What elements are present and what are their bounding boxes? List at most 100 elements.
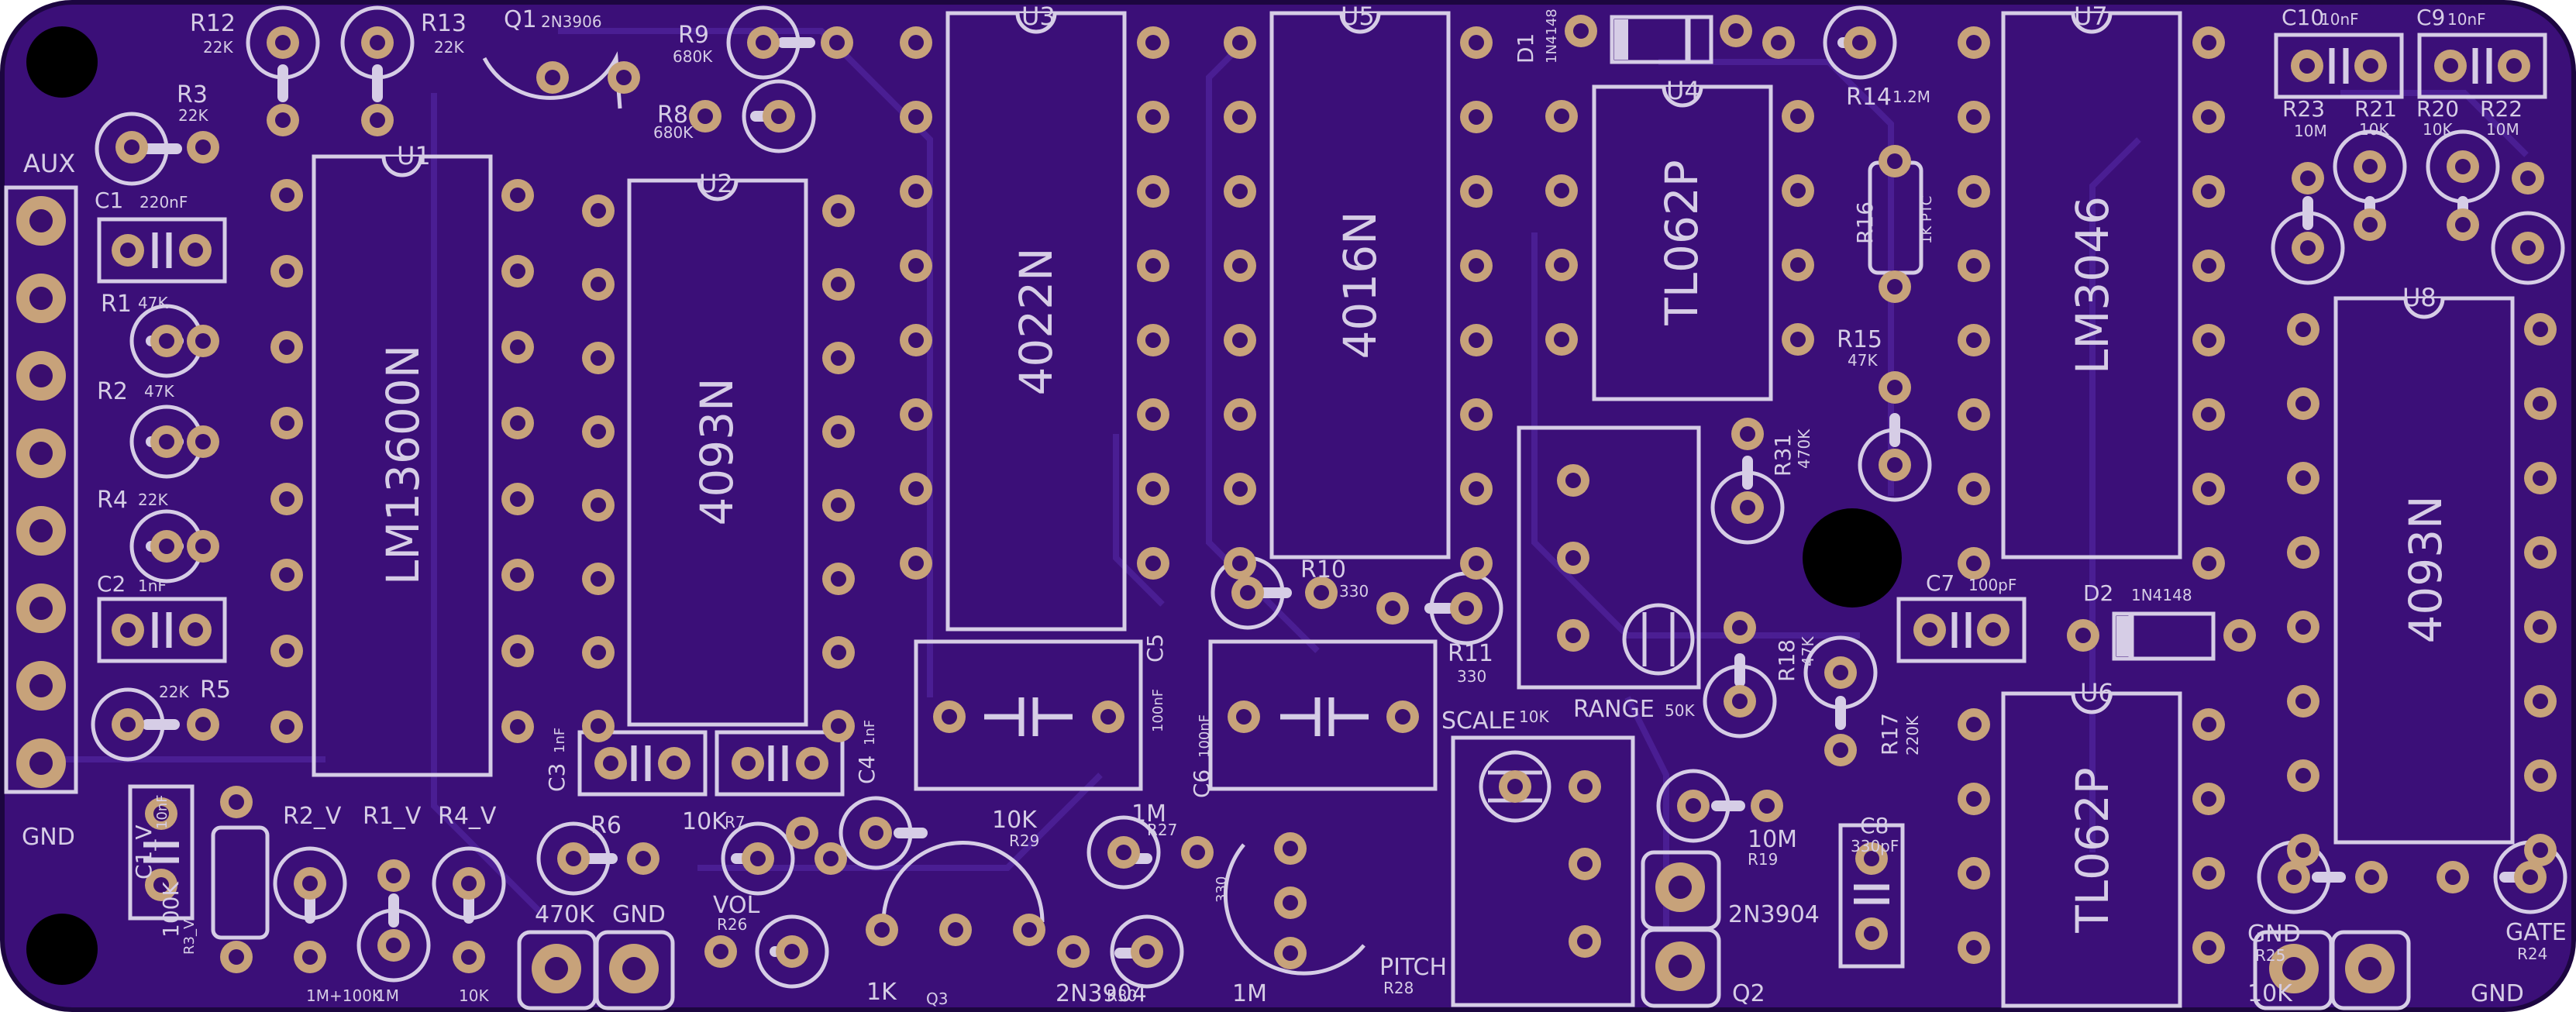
pad: [1977, 614, 2009, 646]
pad: [1137, 175, 1169, 208]
pad: [2287, 759, 2319, 792]
pad: [822, 636, 855, 669]
silk-label-23: 22K: [178, 106, 208, 125]
mounting-hole: [26, 26, 98, 98]
pad: [2354, 208, 2386, 241]
pad: [1224, 547, 1256, 580]
silk-label-29: R23: [2282, 96, 2325, 122]
pad: [2287, 685, 2319, 718]
silk-label-97: 2N3904: [1728, 901, 1820, 928]
silk-label-49: 22K: [138, 491, 168, 509]
pad: [1224, 101, 1256, 133]
silk-label-69: 50K: [1665, 701, 1695, 720]
pad: [1569, 925, 1601, 958]
pad: [1460, 26, 1493, 59]
silk-label-78: 220K: [1903, 715, 1922, 756]
pad: [501, 711, 534, 743]
ic-label-u4: TL062P: [1655, 160, 1708, 325]
silk-label-109: 1K: [866, 979, 897, 1006]
diode-bands: [1614, 19, 2130, 656]
silk-label-117: 10K: [2247, 980, 2293, 1007]
silk-label-13: 1N4148: [1544, 9, 1560, 64]
ic-label-u5: 4016N: [1334, 212, 1386, 360]
pad: [1137, 473, 1169, 505]
pad: [1224, 175, 1256, 208]
silk-label-50: R10: [1300, 556, 1346, 583]
pad: [822, 489, 855, 521]
pad: [501, 255, 534, 287]
silk-label-82: C1_V: [131, 824, 157, 879]
pad: [270, 407, 303, 439]
pad: [2292, 232, 2324, 264]
pad: [1107, 836, 1140, 869]
pad: [2287, 387, 2319, 420]
silk-label-18: C10: [2282, 5, 2324, 30]
pad: [900, 398, 932, 431]
silk-label-12: D1: [1513, 33, 1538, 64]
silk-label-15: 1.2M: [1892, 88, 1930, 106]
ic-label-u8: 4093N: [2399, 496, 2452, 644]
pad: [1751, 790, 1783, 822]
silk-label-76: 100nF: [1197, 714, 1213, 758]
silk-label-95: R19: [1748, 850, 1778, 869]
silk-label-25: AUX: [23, 149, 75, 178]
silk-label-30: 10M: [2294, 122, 2327, 140]
pad: [582, 710, 615, 742]
pad: [453, 867, 485, 900]
silk-label-36: 10M: [2486, 120, 2519, 139]
silk-label-107: 1M: [376, 986, 399, 1005]
pad: [1958, 708, 1990, 741]
silk-label-52: C2: [97, 571, 126, 597]
silk-label-40: 47K: [138, 294, 168, 312]
pad: [1460, 398, 1493, 431]
pad: [2192, 324, 2225, 356]
pad: [1879, 449, 1911, 481]
pad: [150, 325, 183, 357]
silk-label-32: 10K: [2359, 120, 2389, 139]
pad: [187, 131, 219, 164]
silk-label-58: C5: [1142, 634, 1168, 663]
pad: [16, 429, 66, 478]
silk-label-28: U2: [699, 169, 733, 198]
silk-label-21: 10nF: [2447, 10, 2486, 29]
silk-label-55: 100pF: [1968, 576, 2016, 594]
pad: [1958, 857, 1990, 890]
pad: [1499, 770, 1531, 803]
pad: [1958, 931, 1990, 964]
pad: [786, 817, 818, 849]
silk-label-75: C6: [1189, 769, 1214, 798]
pad: [2447, 150, 2479, 183]
pad: [821, 26, 853, 59]
pad: [582, 489, 615, 521]
pad: [1655, 941, 1705, 991]
pad: [1913, 614, 1946, 646]
silk-label-48: R4: [97, 487, 128, 514]
silk-label-33: R20: [2416, 96, 2459, 122]
silk-label-68: RANGE: [1573, 696, 1655, 723]
pad: [150, 530, 183, 563]
pad: [1782, 249, 1814, 281]
pad: [1057, 935, 1090, 968]
pad: [1731, 418, 1764, 450]
pad: [2292, 162, 2324, 194]
silk-label-103: R26: [717, 915, 747, 934]
pad: [2287, 536, 2319, 569]
pad: [822, 342, 855, 374]
silk-label-10: U3: [1021, 2, 1056, 31]
pad: [1013, 914, 1045, 946]
pad: [501, 331, 534, 363]
silk-label-84: R2_V: [283, 803, 342, 830]
pad: [377, 859, 410, 892]
pad: [2287, 313, 2319, 346]
pad: [16, 506, 66, 556]
pad: [2192, 26, 2225, 59]
pad: [1824, 656, 1857, 689]
silk-label-35: R22: [2480, 96, 2523, 122]
silk-label-54: C7: [1926, 570, 1954, 596]
pad: [453, 941, 485, 973]
silk-label-9: 680K: [653, 123, 694, 142]
ic-label-u1: LM13600N: [377, 345, 429, 585]
silk-label-56: D2: [2083, 580, 2113, 606]
pad: [2437, 861, 2469, 893]
